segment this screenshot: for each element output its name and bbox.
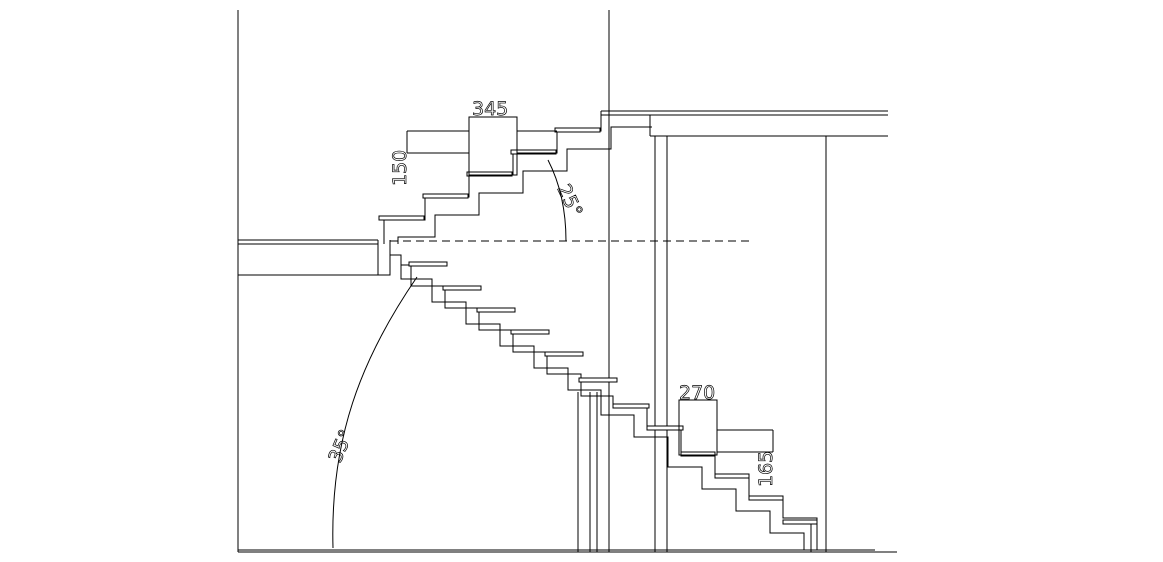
lower-angle-arc — [332, 276, 418, 549]
lower-rise-label: 165 — [755, 451, 777, 487]
building-frame — [237, 10, 897, 553]
columns — [577, 136, 827, 552]
lower-dimension-box — [647, 399, 774, 456]
upper-rise-label: 150 — [389, 150, 411, 186]
upper-angle-label: 25° — [552, 181, 586, 221]
upper-floor-slab — [600, 110, 888, 137]
upper-stair-flight — [378, 115, 652, 244]
upper-dimension-box — [406, 116, 557, 176]
mid-landing-slab — [237, 239, 391, 276]
lower-stair-flight — [389, 244, 818, 552]
lower-angle-label: 35° — [324, 426, 357, 466]
upper-angle-arc — [547, 159, 567, 242]
upper-going-label: 345 — [472, 98, 508, 120]
lower-going-label: 270 — [679, 382, 715, 404]
